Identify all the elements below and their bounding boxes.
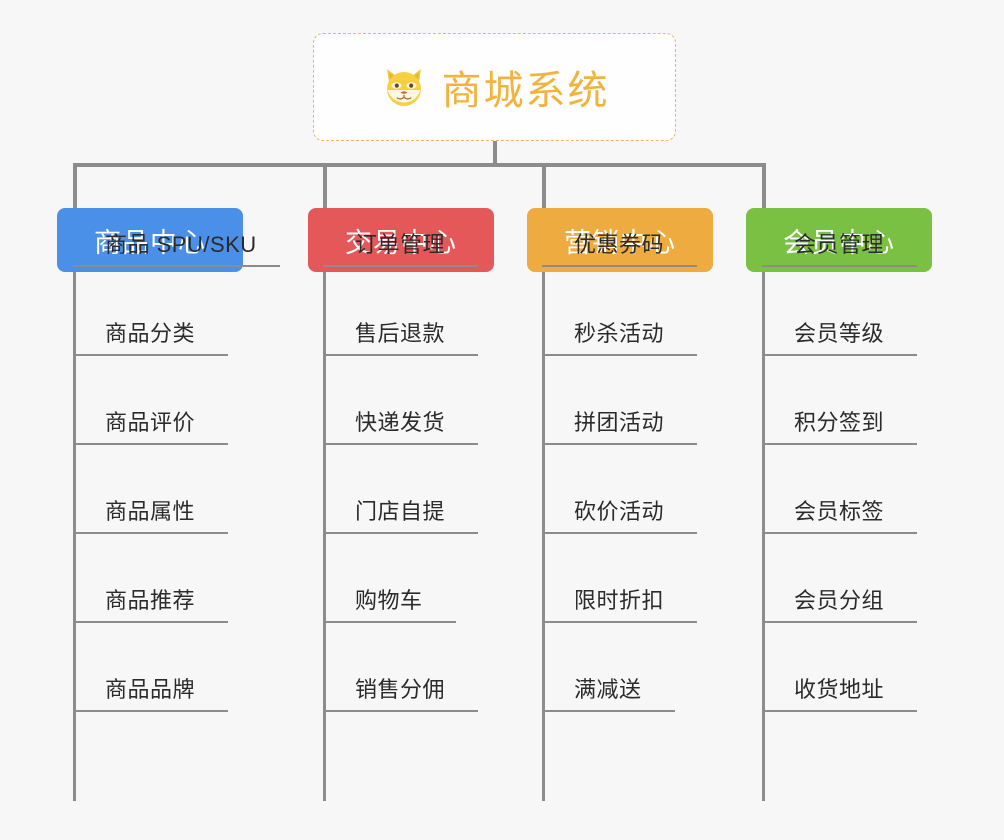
root-node[interactable]: 商城系统	[313, 33, 676, 141]
leaf-item[interactable]: 会员等级	[762, 268, 917, 356]
horizontal-bus-connector	[73, 163, 766, 167]
leaf-item-label: 会员等级	[794, 321, 885, 346]
leaf-item[interactable]: 积分签到	[762, 357, 917, 445]
leaf-item-label: 购物车	[355, 588, 423, 613]
leaf-item[interactable]: 优惠券码	[542, 179, 697, 267]
leaf-spine-4	[762, 272, 765, 801]
leaf-item[interactable]: 收货地址	[762, 624, 917, 712]
leaf-item[interactable]: 限时折扣	[542, 535, 697, 623]
branch-box-1[interactable]: 商品中心	[57, 208, 243, 272]
leaf-item[interactable]: 订单管理	[323, 179, 478, 267]
shiba-dog-face-icon	[380, 63, 428, 111]
leaf-item-label: 商品属性	[105, 499, 196, 524]
leaf-item[interactable]: 拼团活动	[542, 357, 697, 445]
leaf-item[interactable]: 满减送	[542, 624, 675, 712]
branch-label: 交易中心	[345, 227, 457, 258]
leaf-item[interactable]: 售后退款	[323, 268, 478, 356]
leaf-item-label: 秒杀活动	[574, 321, 665, 346]
leaf-item[interactable]: 商品评价	[73, 357, 228, 445]
leaf-spine-3	[542, 272, 545, 801]
leaf-item-label: 门店自提	[355, 499, 446, 524]
leaf-item[interactable]: 会员分组	[762, 535, 917, 623]
leaf-item-label: 售后退款	[355, 321, 446, 346]
branch-box-2[interactable]: 交易中心	[308, 208, 494, 272]
branch-label: 营销中心	[564, 227, 676, 258]
leaf-item-label: 快递发货	[355, 410, 446, 435]
leaf-item[interactable]: 商品推荐	[73, 535, 228, 623]
leaf-item-label: 满减送	[574, 677, 642, 702]
leaf-item[interactable]: 快递发货	[323, 357, 478, 445]
leaf-item[interactable]: 会员标签	[762, 446, 917, 534]
leaf-item-label: 优惠券码	[574, 232, 665, 257]
leaf-item[interactable]: 商品品牌	[73, 624, 228, 712]
branch-box-3[interactable]: 营销中心	[527, 208, 713, 272]
leaf-item-label: 商品推荐	[105, 588, 196, 613]
leaf-item-label: 拼团活动	[574, 410, 665, 435]
leaf-item[interactable]: 商品属性	[73, 446, 228, 534]
leaf-item-label: 收货地址	[794, 677, 885, 702]
leaf-item[interactable]: 商品分类	[73, 268, 228, 356]
branch-label: 商品中心	[94, 227, 206, 258]
leaf-item-label: 会员分组	[794, 588, 885, 613]
branch-drop-connector-2	[323, 163, 327, 208]
leaf-item[interactable]: 商品 SPU/SKU	[73, 179, 280, 267]
branch-drop-connector-1	[73, 163, 77, 208]
leaf-item-label: 限时折扣	[574, 588, 665, 613]
branch-label: 会员中心	[783, 227, 895, 258]
branch-drop-connector-3	[542, 163, 546, 208]
leaf-item-label: 商品评价	[105, 410, 196, 435]
leaf-item-label: 商品 SPU/SKU	[105, 232, 257, 257]
leaf-item-label: 会员管理	[794, 232, 885, 257]
leaf-item[interactable]: 销售分佣	[323, 624, 478, 712]
leaf-item-label: 会员标签	[794, 499, 885, 524]
leaf-item[interactable]: 会员管理	[762, 179, 917, 267]
leaf-item-label: 积分签到	[794, 410, 885, 435]
leaf-spine-2	[323, 272, 326, 801]
leaf-item-label: 销售分佣	[355, 677, 446, 702]
leaf-item[interactable]: 门店自提	[323, 446, 478, 534]
leaf-item-label: 商品品牌	[105, 677, 196, 702]
leaf-item[interactable]: 砍价活动	[542, 446, 697, 534]
leaf-spine-1	[73, 272, 76, 801]
leaf-item-label: 商品分类	[105, 321, 196, 346]
leaf-item-label: 砍价活动	[574, 499, 665, 524]
root-title: 商城系统	[441, 69, 610, 113]
branch-box-4[interactable]: 会员中心	[746, 208, 932, 272]
branch-drop-connector-4	[762, 163, 766, 208]
leaf-item-label: 订单管理	[355, 232, 446, 257]
root-drop-connector	[493, 141, 497, 167]
leaf-item[interactable]: 购物车	[323, 535, 456, 623]
leaf-item[interactable]: 秒杀活动	[542, 268, 697, 356]
